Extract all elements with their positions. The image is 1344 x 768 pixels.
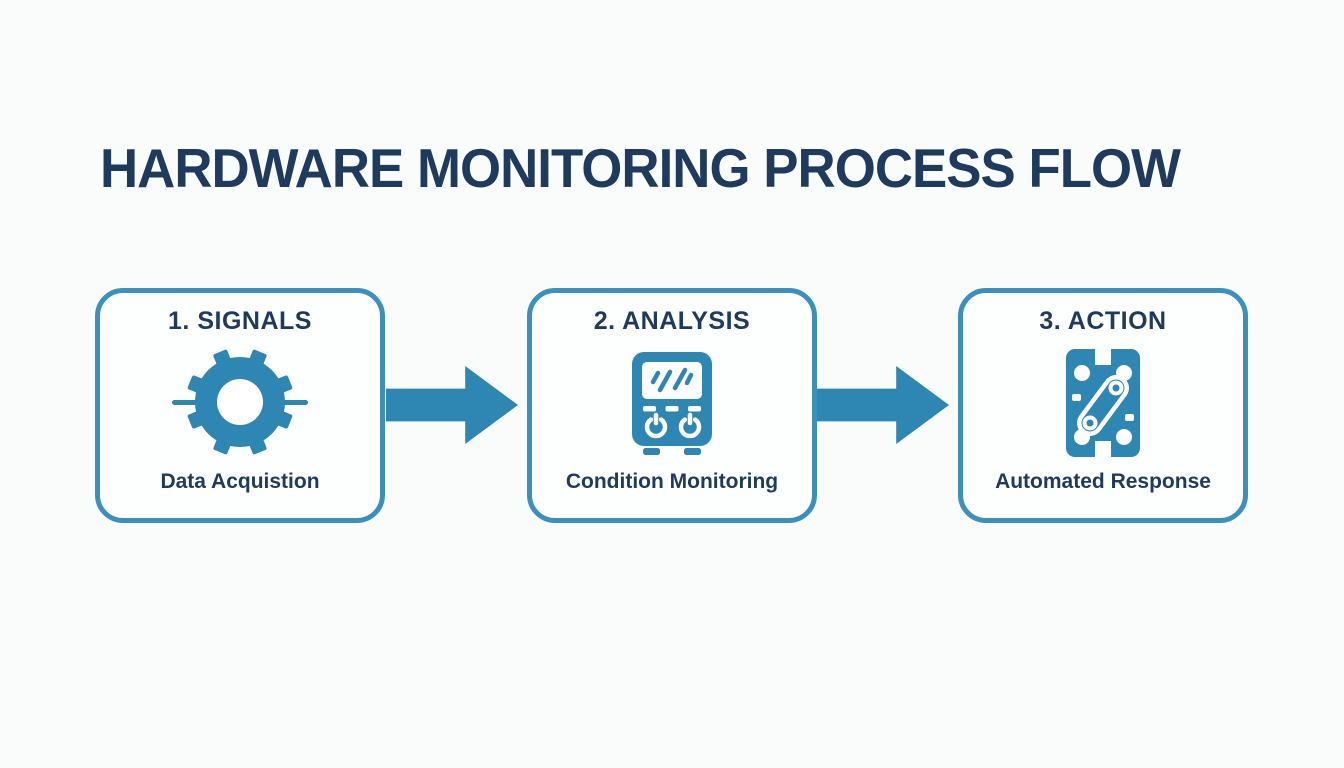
step-box-signals: 1. SIGNALS — [95, 288, 385, 523]
step-caption: Data Acquistion — [160, 470, 320, 493]
step-caption: Condition Monitoring — [565, 470, 779, 493]
signal-analyzer-icon — [612, 336, 732, 470]
page-title: HARDWARE MONITORING PROCESS FLOW — [100, 137, 1181, 199]
step-heading: 3. ACTION — [1039, 307, 1167, 335]
gear-icon — [170, 336, 310, 470]
step-heading: 2. ANALYSIS — [593, 307, 751, 335]
step-box-action: 3. ACTION — [958, 288, 1248, 523]
flow-arrow-right — [386, 366, 518, 444]
step-caption: Automated Response — [995, 470, 1211, 493]
step-heading: 1. SIGNALS — [168, 307, 312, 335]
flow-arrow-right — [817, 366, 949, 444]
circuit-board-icon — [1057, 336, 1149, 470]
step-box-analysis: 2. ANALYSIS — [527, 288, 817, 523]
